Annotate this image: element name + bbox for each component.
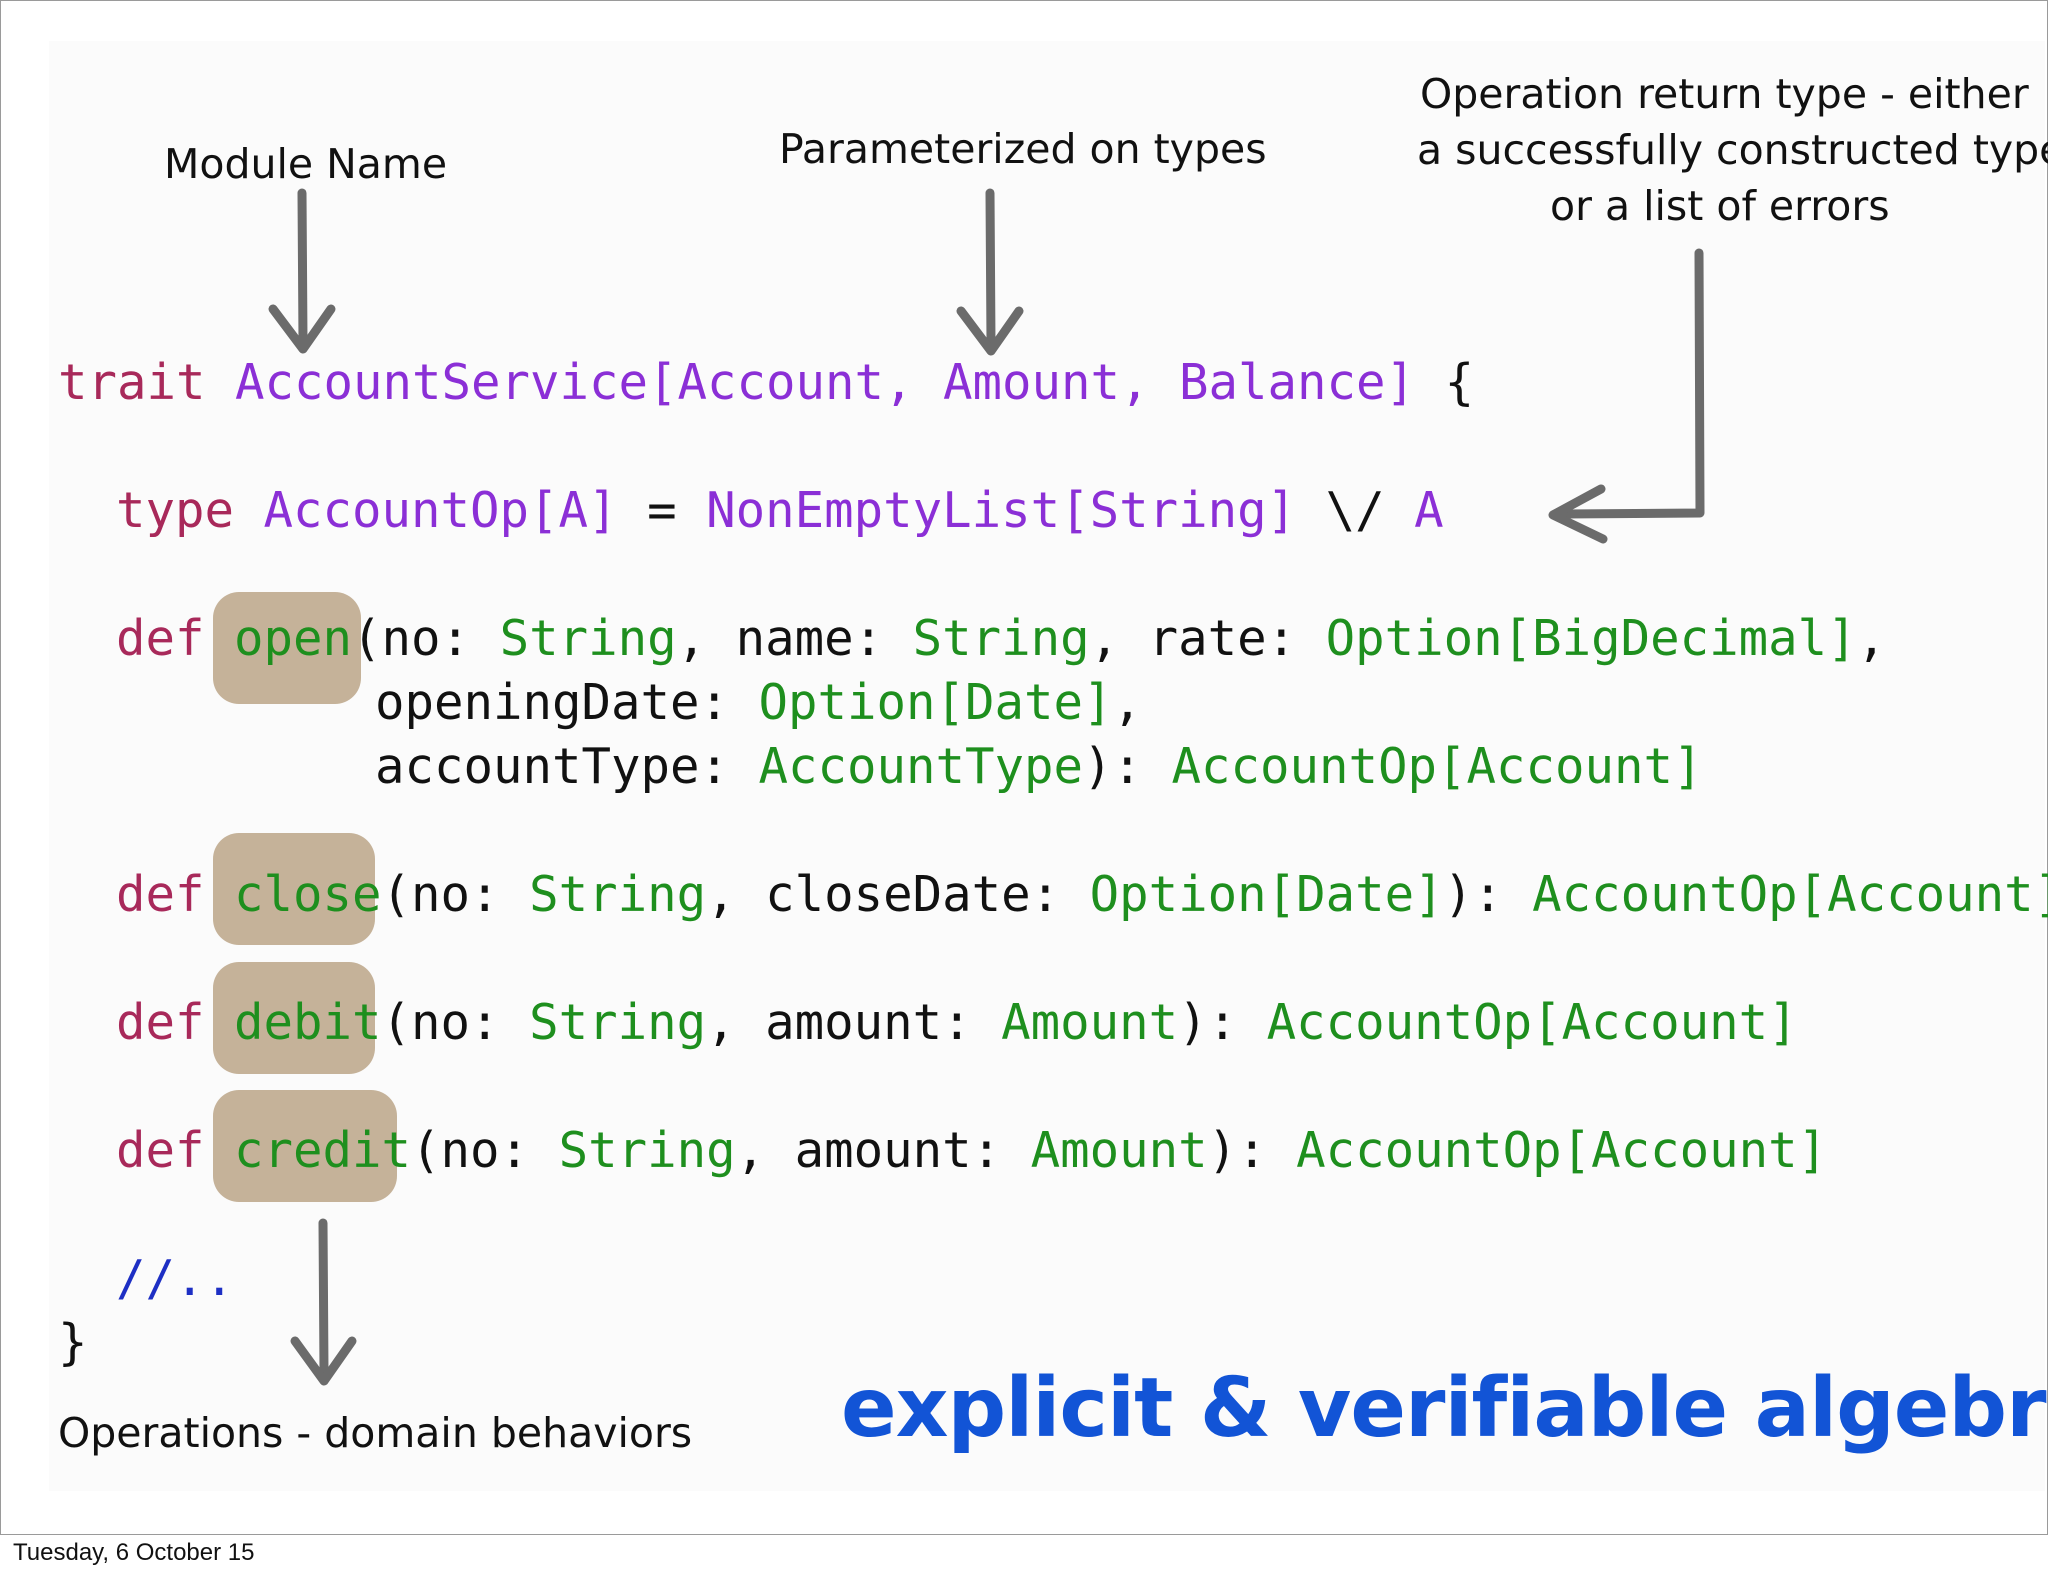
annotation-return-type-line1: Operation return type - either — [1420, 70, 2029, 118]
code-text: , closeDate: — [706, 866, 1090, 923]
code-debit-line: def debit(no: String, amount: Amount): A… — [116, 991, 1798, 1055]
type-alias-name: AccountOp[A] — [263, 482, 618, 539]
tagline: explicit & verifiable algebra — [841, 1361, 2048, 1456]
keyword-def: def — [116, 866, 205, 923]
arrow-operations-icon — [290, 1218, 357, 1386]
code-text: , rate: — [1089, 610, 1326, 667]
arrow-parameterized-icon — [956, 188, 1024, 356]
highlight-credit — [213, 1090, 397, 1202]
code-trait-line: trait AccountService[Account, Amount, Ba… — [58, 351, 1474, 415]
code-type: AccountOp[Account] — [1296, 1122, 1828, 1179]
highlight-open — [213, 592, 361, 704]
footer-date: Tuesday, 6 October 15 — [13, 1539, 255, 1566]
method-debit: debit — [234, 994, 382, 1051]
code-text: , name: — [676, 610, 913, 667]
code-type: AccountOp[Account] — [1532, 866, 2048, 923]
code-text: , amount: — [706, 994, 1002, 1051]
code-type: String — [529, 994, 707, 1051]
code-text: , amount: — [735, 1122, 1031, 1179]
method-credit: credit — [234, 1122, 412, 1179]
keyword-def: def — [116, 610, 205, 667]
type-a: A — [1414, 482, 1444, 539]
code-text: openingDate: — [375, 674, 759, 731]
code-open-line1: def open(no: String, name: String, rate:… — [116, 607, 1886, 671]
keyword-def: def — [116, 994, 205, 1051]
open-brace: { — [1444, 354, 1475, 411]
code-type-line: type AccountOp[A] = NonEmptyList[String]… — [116, 479, 1444, 543]
code-close-brace: } — [58, 1314, 88, 1371]
code-credit-line: def credit(no: String, amount: Amount): … — [116, 1119, 1827, 1183]
code-text: ): — [1207, 1122, 1297, 1179]
code-type: Amount — [1001, 994, 1179, 1051]
annotation-operations: Operations - domain behaviors — [58, 1409, 693, 1457]
code-text: (no: — [381, 866, 530, 923]
type-equals: = — [647, 482, 677, 539]
code-text: , — [1112, 674, 1143, 731]
arrows-layer — [268, 188, 1705, 1386]
code-text: accountType: — [375, 738, 759, 795]
keyword-trait: trait — [58, 354, 206, 411]
code-text: ): — [1178, 994, 1267, 1051]
code-type: Option[Date] — [1089, 866, 1444, 923]
arrow-module-name-icon — [268, 188, 336, 354]
code-type: String — [912, 610, 1090, 667]
highlight-debit — [213, 962, 375, 1074]
code-text: (no: — [411, 1122, 559, 1179]
annotation-module-name: Module Name — [164, 140, 448, 188]
code-text: ): — [1083, 738, 1172, 795]
code-type: Option[Date] — [758, 674, 1113, 731]
code-type: String — [499, 610, 677, 667]
code-background — [49, 41, 2045, 1491]
code-type: AccountOp[Account] — [1171, 738, 1703, 795]
arrow-return-type-icon — [1548, 248, 1705, 544]
code-type: String — [558, 1122, 736, 1179]
type-disjunction: \/ — [1325, 482, 1385, 539]
code-type: AccountOp[Account] — [1266, 994, 1798, 1051]
code-comment: //.. — [116, 1250, 235, 1307]
code-text: ): — [1443, 866, 1533, 923]
method-open: open — [234, 610, 353, 667]
code-text: (no: — [352, 610, 500, 667]
annotation-return-type-line2: a successfully constructed type — [1417, 126, 2048, 174]
keyword-def: def — [116, 1122, 205, 1179]
highlight-close — [213, 833, 375, 945]
method-close: close — [234, 866, 382, 923]
trait-signature: AccountService[Account, Amount, Balance] — [235, 354, 1416, 411]
type-rhs: NonEmptyList[String] — [706, 482, 1297, 539]
code-type: Amount — [1030, 1122, 1208, 1179]
code-text: (no: — [381, 994, 530, 1051]
code-type: AccountType — [758, 738, 1084, 795]
code-close-line: def close(no: String, closeDate: Option[… — [116, 863, 2048, 927]
slide: Module Name Parameterized on types Opera… — [0, 0, 2048, 1535]
keyword-type: type — [116, 482, 235, 539]
code-type: String — [529, 866, 707, 923]
code-type: Option[BigDecimal] — [1325, 610, 1857, 667]
annotation-return-type-line3: or a list of errors — [1550, 182, 1890, 230]
code-text: , — [1856, 610, 1887, 667]
code-open-line2: openingDate: Option[Date], — [375, 671, 1142, 735]
code-open-line3: accountType: AccountType): AccountOp[Acc… — [375, 735, 1703, 799]
annotation-parameterized: Parameterized on types — [779, 125, 1267, 173]
